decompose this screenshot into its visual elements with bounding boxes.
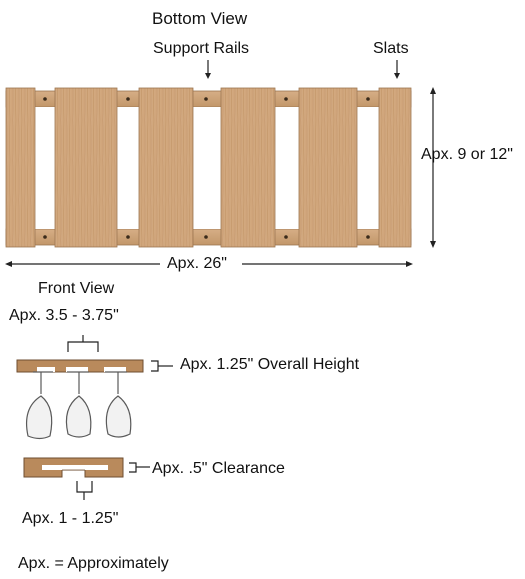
width-dimension bbox=[5, 261, 413, 267]
height-label: Apx. 9 or 12" bbox=[421, 146, 513, 163]
clearance-label: Apx. .5" Clearance bbox=[152, 460, 285, 477]
slats-label: Slats bbox=[373, 40, 409, 57]
rail-slot bbox=[37, 367, 55, 372]
support-rails-label: Support Rails bbox=[153, 40, 250, 57]
overall-height-label: Apx. 1.25" Overall Height bbox=[180, 356, 360, 373]
slot-spacing-bracket bbox=[67, 335, 99, 352]
opening bbox=[193, 107, 221, 229]
width-label: Apx. 26" bbox=[167, 255, 227, 272]
opening bbox=[35, 107, 55, 229]
slot-spacing-label: Apx. 3.5 - 3.75" bbox=[9, 307, 119, 324]
front-view-title: Front View bbox=[38, 280, 115, 297]
front-view bbox=[16, 335, 173, 500]
opening bbox=[275, 107, 299, 229]
rail-slot bbox=[66, 367, 88, 372]
slat bbox=[54, 87, 118, 248]
wine-glass bbox=[65, 371, 92, 438]
clearance-bracket bbox=[129, 462, 150, 473]
slat bbox=[5, 87, 36, 248]
wine-glass bbox=[25, 371, 53, 440]
bottom-view-title: Bottom View bbox=[152, 9, 248, 28]
rail-profile-slot bbox=[42, 465, 108, 470]
wine-glass bbox=[105, 371, 132, 438]
slat bbox=[138, 87, 194, 248]
opening bbox=[117, 107, 139, 229]
slat bbox=[220, 87, 276, 248]
rail-slot bbox=[104, 367, 126, 372]
overall-height-bracket bbox=[151, 360, 173, 372]
height-dimension bbox=[430, 87, 436, 248]
bottom-view bbox=[5, 60, 436, 267]
slat bbox=[378, 87, 412, 248]
wine-glasses bbox=[25, 371, 132, 440]
opening bbox=[357, 107, 379, 229]
slat bbox=[298, 87, 358, 248]
opening-label: Apx. 1 - 1.25" bbox=[22, 510, 119, 527]
screws bbox=[43, 97, 370, 239]
opening-bracket bbox=[76, 481, 93, 500]
legend: Apx. = Approximately bbox=[18, 555, 169, 572]
